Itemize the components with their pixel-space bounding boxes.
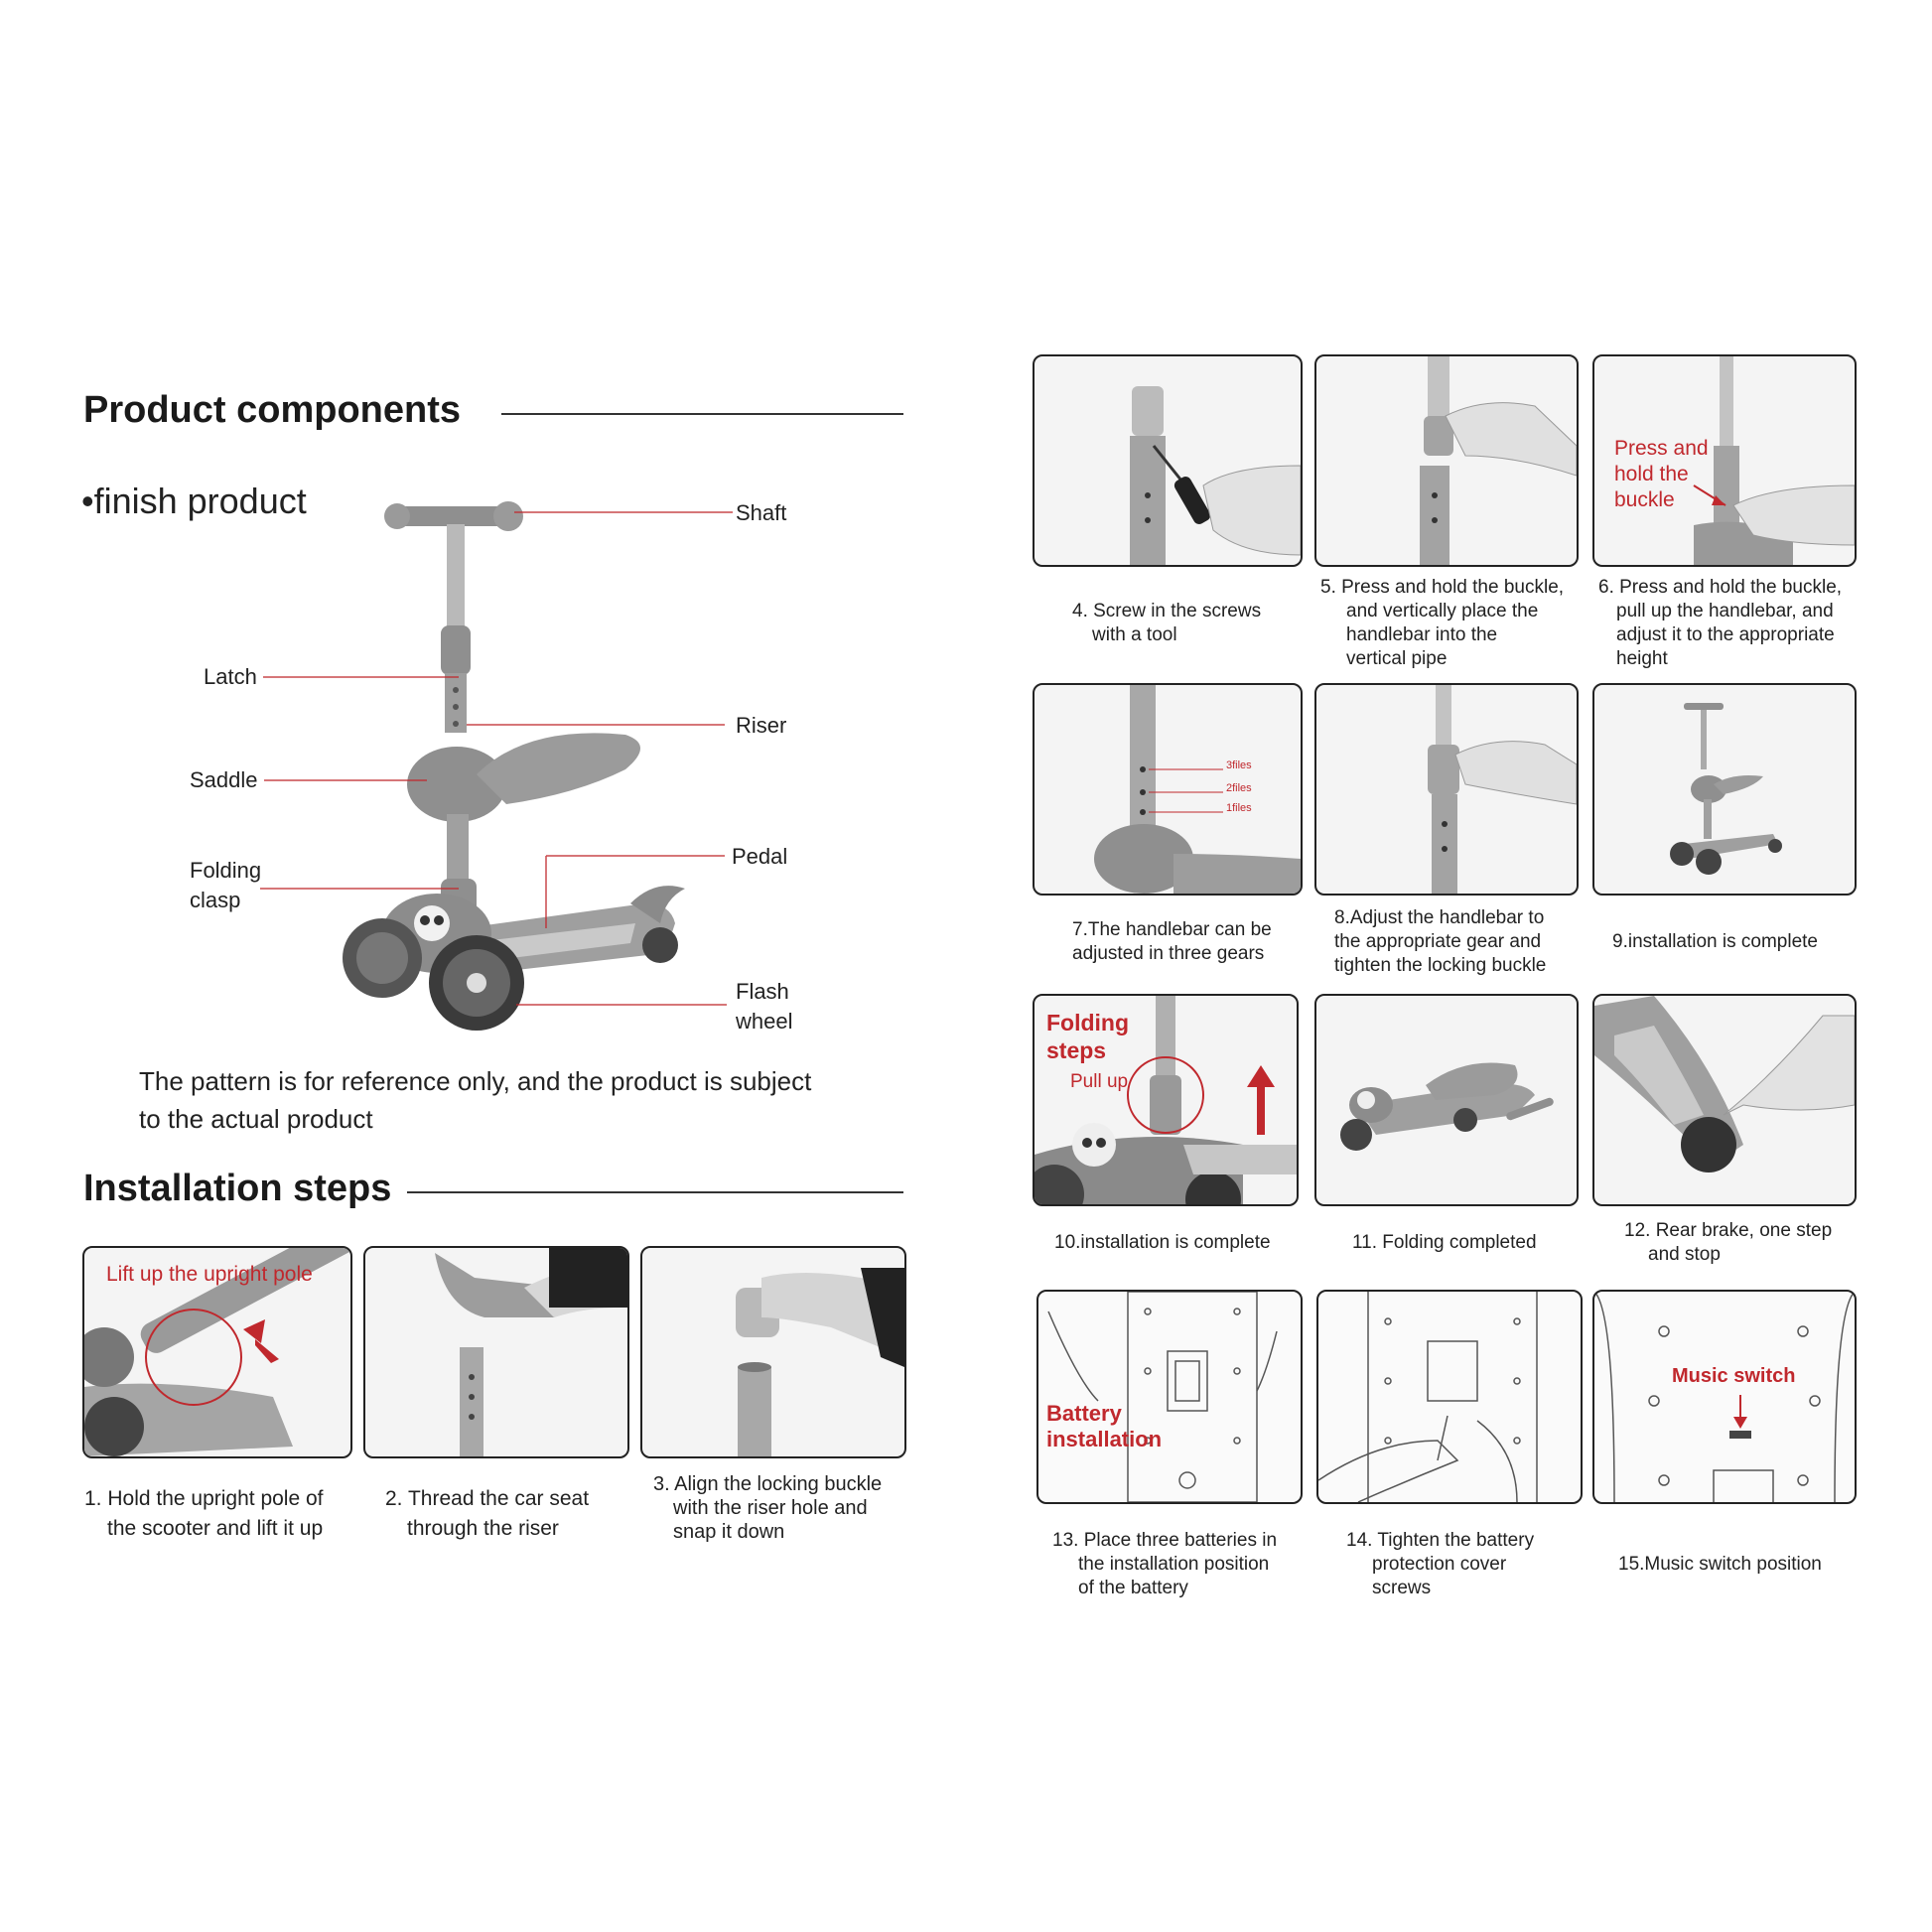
step-8-caption-line2: the appropriate gear and	[1334, 931, 1542, 952]
step-10-panel: Folding steps Pull up	[1033, 994, 1299, 1206]
finish-product-subtitle: •finish product	[81, 481, 307, 521]
step-8-caption-line1: 8.Adjust the handlebar to	[1334, 907, 1545, 928]
step-6-image	[1693, 356, 1855, 565]
step-4-caption-line1: 4. Screw in the screws	[1072, 601, 1262, 621]
step-15-caption-line1: 15.Music switch position	[1618, 1554, 1822, 1575]
step-5-caption-line1: 5. Press and hold the buckle,	[1320, 577, 1565, 598]
step-2-panel	[363, 1246, 629, 1458]
step-14-caption-line3: screws	[1372, 1578, 1432, 1598]
step-7-gear-1: 1files	[1226, 802, 1252, 814]
step-10-overlay-line2: steps	[1046, 1037, 1107, 1063]
scooter-illustration	[343, 501, 685, 1031]
label-riser: Riser	[736, 713, 787, 738]
step-6-caption-line1: 6. Press and hold the buckle,	[1598, 577, 1843, 598]
step-6-panel: Press and hold the buckle	[1592, 354, 1857, 567]
step-6-overlay-line3: buckle	[1614, 488, 1675, 511]
step-4-panel	[1033, 354, 1303, 567]
step-11-panel	[1314, 994, 1579, 1206]
step-9-image	[1670, 703, 1782, 875]
step-1-overlay: Lift up the upright pole	[106, 1263, 313, 1286]
step-3-caption-line1: 3. Align the locking buckle	[653, 1473, 883, 1495]
step-1-image	[84, 1248, 350, 1456]
step-10-overlay-line1: Folding	[1046, 1010, 1130, 1035]
components-title-rule	[501, 413, 903, 415]
step-7-caption-line1: 7.The handlebar can be	[1072, 919, 1272, 940]
step-8-image	[1428, 685, 1577, 894]
step-7-gear-2: 2files	[1226, 782, 1252, 794]
step-15-image	[1594, 1292, 1855, 1502]
step-3-caption-line3: snap it down	[673, 1521, 785, 1543]
label-saddle: Saddle	[190, 767, 258, 792]
step-3-image	[736, 1268, 904, 1456]
step-14-caption-line1: 14. Tighten the battery	[1346, 1530, 1535, 1551]
step-11-image	[1340, 1062, 1554, 1151]
step-2-caption-line1: 2. Thread the car seat	[385, 1487, 590, 1510]
step-14-image	[1318, 1292, 1538, 1502]
step-1-panel: Lift up the upright pole	[82, 1246, 352, 1458]
step-15-overlay: Music switch	[1672, 1365, 1796, 1387]
label-folding-clasp-line2: clasp	[190, 888, 241, 912]
label-flash-wheel-line2: wheel	[736, 1009, 793, 1034]
step-12-image	[1594, 996, 1855, 1173]
step-5-caption-line3: handlebar into the	[1346, 624, 1498, 645]
step-5-panel	[1314, 354, 1579, 567]
step-3-caption-line2: with the riser hole and	[673, 1497, 868, 1519]
step-14-panel	[1316, 1290, 1583, 1504]
step-1-caption-line2: the scooter and lift it up	[107, 1517, 324, 1540]
label-flash-wheel-line1: Flash	[736, 979, 789, 1004]
step-13-overlay-line2: installation	[1046, 1427, 1163, 1451]
step-2-caption-line2: through the riser	[407, 1517, 559, 1540]
step-13-image	[1047, 1292, 1278, 1502]
step-3-panel	[640, 1246, 906, 1458]
step-6-caption-line3: adjust it to the appropriate	[1616, 624, 1835, 645]
step-6-overlay-line1: Press and	[1614, 437, 1709, 460]
step-9-caption-line1: 9.installation is complete	[1612, 931, 1818, 952]
step-8-caption-line3: tighten the locking buckle	[1334, 955, 1547, 976]
label-latch: Latch	[204, 664, 257, 689]
installation-title-rule	[407, 1191, 903, 1193]
step-6-overlay-line2: hold the	[1614, 463, 1689, 485]
step-9-panel	[1592, 683, 1857, 896]
installation-title: Installation steps	[83, 1168, 392, 1209]
step-10-caption-line1: 10.installation is complete	[1054, 1232, 1271, 1253]
step-12-caption-line1: 12. Rear brake, one step	[1624, 1220, 1833, 1241]
bullet-icon: •	[81, 481, 94, 521]
step-15-panel: Music switch	[1592, 1290, 1857, 1504]
step-5-caption-line4: vertical pipe	[1346, 648, 1448, 669]
label-shaft: Shaft	[736, 500, 787, 525]
step-7-panel: 3files 2files 1files	[1033, 683, 1303, 896]
step-11-caption-line1: 11. Folding completed	[1352, 1232, 1537, 1253]
step-14-caption-line2: protection cover	[1372, 1554, 1507, 1575]
step-4-image	[1130, 386, 1301, 565]
step-13-caption-line3: of the battery	[1078, 1578, 1188, 1598]
step-8-panel	[1314, 683, 1579, 896]
reference-note-line2: to the actual product	[139, 1104, 373, 1134]
step-6-caption-line2: pull up the handlebar, and	[1616, 601, 1834, 621]
step-6-caption-line4: height	[1616, 648, 1668, 669]
step-12-panel	[1592, 994, 1857, 1206]
step-12-caption-line2: and stop	[1648, 1244, 1721, 1265]
step-10-overlay-line3: Pull up	[1070, 1071, 1129, 1092]
label-pedal: Pedal	[732, 844, 788, 869]
step-7-caption-line2: adjusted in three gears	[1072, 943, 1265, 964]
step-1-caption-line1: 1. Hold the upright pole of	[84, 1487, 324, 1510]
step-7-image	[1094, 685, 1301, 894]
step-13-caption-line2: the installation position	[1078, 1554, 1270, 1575]
components-title: Product components	[83, 389, 462, 431]
step-2-image	[435, 1248, 627, 1456]
step-7-gear-3: 3files	[1226, 759, 1252, 771]
step-10-image	[1035, 996, 1297, 1204]
step-13-overlay-line1: Battery	[1046, 1401, 1122, 1426]
step-4-caption-line2: with a tool	[1092, 624, 1177, 645]
step-13-caption-line1: 13. Place three batteries in	[1052, 1530, 1278, 1551]
label-folding-clasp-line1: Folding	[190, 858, 262, 883]
step-5-image	[1420, 356, 1577, 565]
reference-note-line1: The pattern is for reference only, and t…	[139, 1066, 812, 1096]
step-5-caption-line2: and vertically place the	[1346, 601, 1539, 621]
step-13-panel: Battery installation	[1036, 1290, 1303, 1504]
